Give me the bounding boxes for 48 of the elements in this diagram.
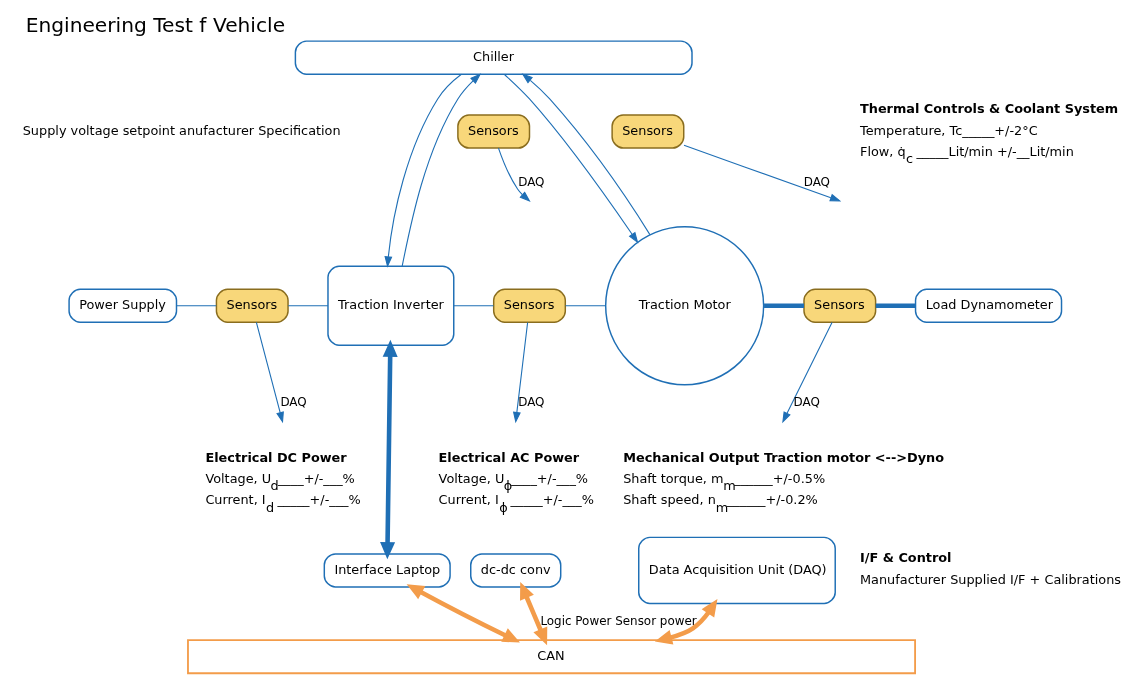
node-box: Power Supply xyxy=(67,288,177,324)
arrow xyxy=(682,144,841,202)
edge-label: DAQ xyxy=(793,395,820,410)
label: I/F & Control xyxy=(859,550,951,566)
edge-label: DAQ xyxy=(803,174,830,189)
node-box: Sensors xyxy=(610,114,684,149)
node-box: dc-dc conv xyxy=(469,553,561,588)
arrow xyxy=(519,581,547,646)
connector xyxy=(875,303,915,309)
node-box: Traction Inverter xyxy=(326,265,454,346)
node-box: Sensors xyxy=(456,114,530,149)
node-box: Sensors xyxy=(215,288,289,324)
arrow xyxy=(503,73,638,244)
edge-label: Logic Power Sensor power xyxy=(539,613,697,628)
arrow xyxy=(383,73,462,268)
label: Temperature, Tc_____+/-2°C xyxy=(859,123,1038,139)
arrow xyxy=(781,321,833,424)
connector xyxy=(564,305,606,307)
node-box: Sensors xyxy=(492,288,566,324)
arrow xyxy=(255,321,284,424)
arrow xyxy=(379,339,398,560)
node-box: Load Dynamometer xyxy=(914,288,1062,324)
node-box: Chiller xyxy=(294,40,693,75)
node-circle: Traction Motor xyxy=(604,226,764,386)
edge-label: DAQ xyxy=(279,395,307,410)
arrow xyxy=(521,73,650,236)
connector xyxy=(452,305,494,307)
diagram-title: Engineering Test f Vehicle xyxy=(25,12,285,37)
label: Mechanical Output Traction motor <-->Dyno xyxy=(622,449,944,465)
arrow xyxy=(401,73,481,267)
node-box: CAN xyxy=(186,639,916,675)
connector xyxy=(763,303,804,309)
edge-label: DAQ xyxy=(517,174,544,189)
connector xyxy=(175,305,217,307)
edge-label: DAQ xyxy=(517,395,544,410)
node-box: Data Acquisition Unit (DAQ) xyxy=(637,536,836,605)
label: Electrical DC Power xyxy=(204,449,347,465)
label: Thermal Controls & Coolant System xyxy=(859,101,1118,117)
arrow xyxy=(497,147,531,202)
label: Supply voltage setpoint anufacturer Specification xyxy=(22,123,341,139)
node-box: Sensors xyxy=(802,288,876,324)
connector xyxy=(287,305,328,307)
node-box: Interface Laptop xyxy=(323,553,451,588)
arrow xyxy=(512,321,528,424)
arrow xyxy=(406,584,520,643)
label: Manufacturer Supplied I/F + Calibrations xyxy=(859,572,1121,588)
arrow xyxy=(654,599,717,645)
label: Electrical AC Power xyxy=(438,449,579,465)
